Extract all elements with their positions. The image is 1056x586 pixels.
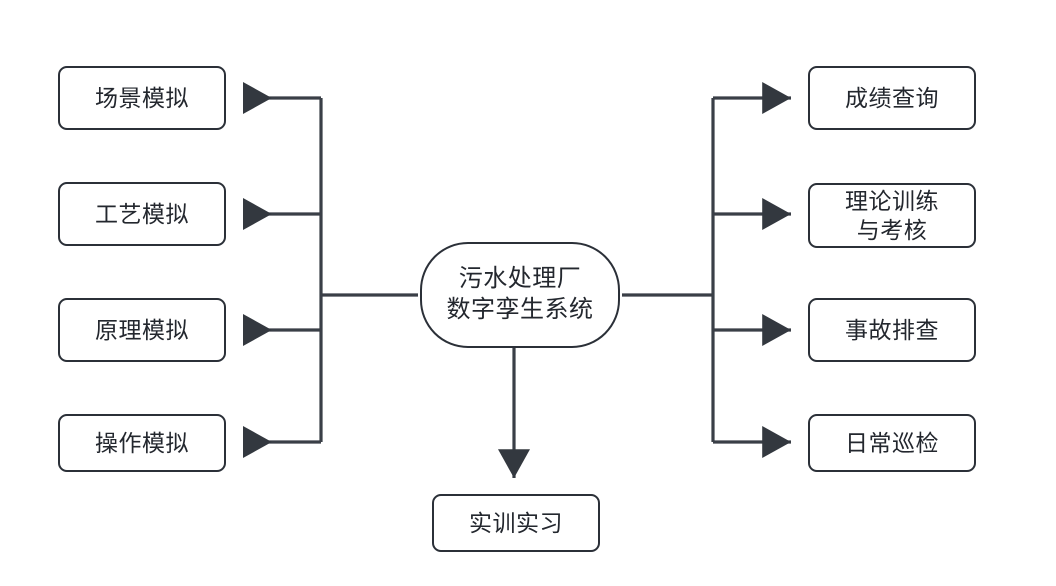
node-practical-training[interactable]: 实训实习 <box>432 494 600 552</box>
node-operation-simulation[interactable]: 操作模拟 <box>58 414 226 472</box>
node-process-simulation[interactable]: 工艺模拟 <box>58 182 226 246</box>
node-accident-investigation[interactable]: 事故排查 <box>808 298 976 362</box>
node-daily-patrol[interactable]: 日常巡检 <box>808 414 976 472</box>
node-principle-simulation[interactable]: 原理模拟 <box>58 298 226 362</box>
node-central-system[interactable]: 污水处理厂 数字孪生系统 <box>420 242 620 348</box>
node-score-query[interactable]: 成绩查询 <box>808 66 976 130</box>
node-scene-simulation[interactable]: 场景模拟 <box>58 66 226 130</box>
node-theory-training-assessment[interactable]: 理论训练 与考核 <box>808 183 976 248</box>
